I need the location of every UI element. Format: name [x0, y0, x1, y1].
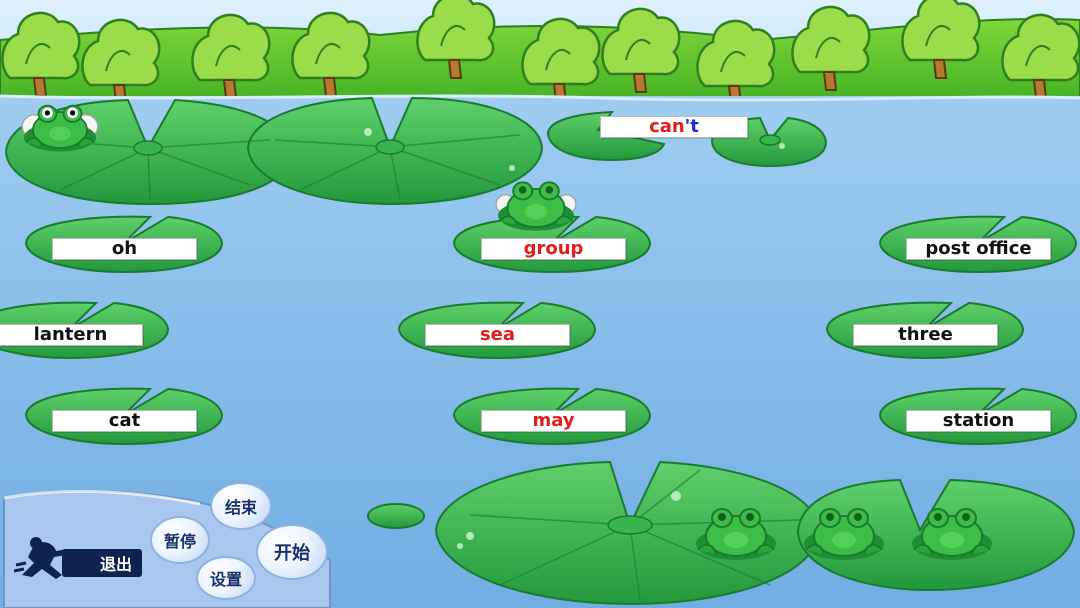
start-button[interactable]: 开始	[256, 524, 328, 580]
word-card-lantern[interactable]: lantern	[0, 324, 143, 346]
lives-frog-icons	[695, 508, 993, 561]
target-word-part: t	[690, 116, 699, 137]
start-label: 开始	[274, 543, 310, 564]
player-frog-icon	[21, 104, 99, 153]
word-card-group[interactable]: group	[481, 238, 626, 260]
word-card-post-office[interactable]: post office	[906, 238, 1051, 260]
target-word-card: can't	[600, 116, 748, 138]
target-word-part: '	[684, 116, 691, 137]
jumping-frog-icon	[495, 181, 577, 232]
settings-button[interactable]: 设置	[196, 556, 256, 600]
word-card-sea[interactable]: sea	[425, 324, 570, 346]
runner-icon	[14, 537, 68, 579]
word-card-oh[interactable]: oh	[52, 238, 197, 260]
target-word-part: can	[649, 116, 685, 137]
pause-label: 暂停	[163, 532, 196, 551]
end-button[interactable]: 结束	[210, 482, 272, 530]
end-label: 结束	[224, 498, 257, 517]
word-card-may[interactable]: may	[481, 410, 626, 432]
word-card-station[interactable]: station	[906, 410, 1051, 432]
pause-button[interactable]: 暂停	[150, 516, 210, 564]
settings-label: 设置	[209, 570, 242, 589]
exit-label: 退出	[99, 555, 132, 574]
word-card-cat[interactable]: cat	[52, 410, 197, 432]
exit-button[interactable]: 退出	[14, 537, 142, 579]
word-card-three[interactable]: three	[853, 324, 998, 346]
